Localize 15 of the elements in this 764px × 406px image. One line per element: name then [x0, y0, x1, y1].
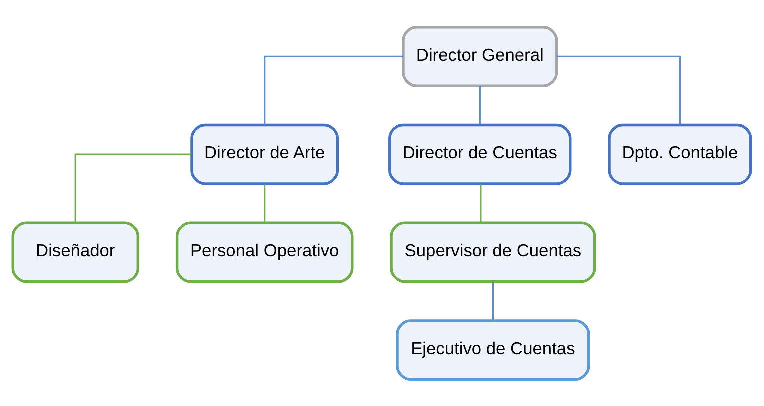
node-box: Director de Cuentas — [388, 123, 572, 185]
connector — [492, 281, 494, 320]
node-box: Supervisor de Cuentas — [390, 221, 596, 283]
connector — [480, 183, 482, 222]
node-box: Director de Arte — [190, 123, 340, 185]
connector — [556, 55, 682, 125]
node-box: Dpto. Contable — [608, 123, 752, 185]
node-box: Diseñador — [12, 221, 140, 283]
node-box: Personal Operativo — [176, 221, 354, 283]
connector — [264, 55, 404, 125]
connector — [264, 183, 266, 222]
connector — [479, 86, 481, 124]
connector — [74, 153, 192, 223]
node-box: Director General — [402, 26, 558, 87]
node-box: Ejecutivo de Cuentas — [396, 319, 590, 380]
